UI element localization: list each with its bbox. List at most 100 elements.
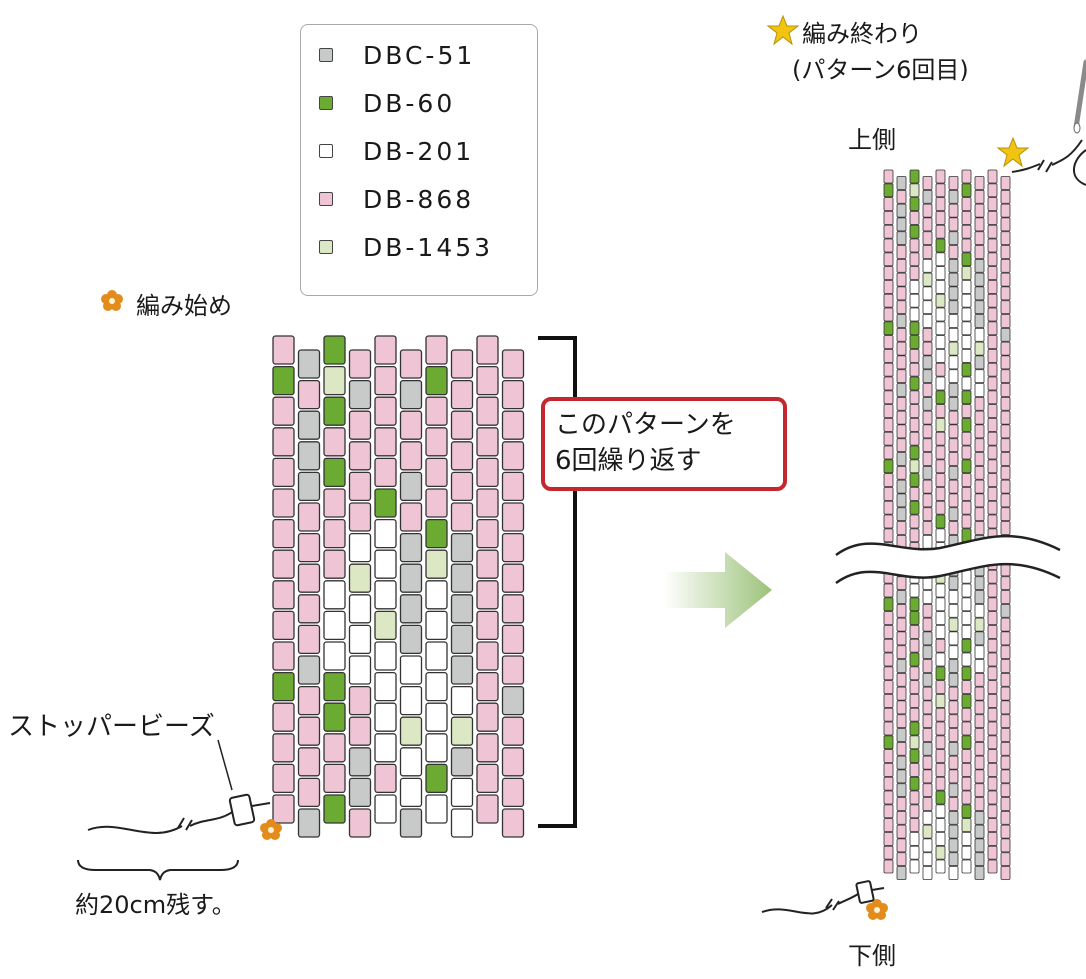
bead bbox=[883, 224, 894, 239]
bead bbox=[909, 183, 920, 198]
repeat-callout-line2: 6回繰り返す bbox=[555, 446, 702, 476]
bead bbox=[961, 293, 972, 308]
bead bbox=[450, 563, 474, 593]
bead bbox=[896, 824, 907, 839]
bead bbox=[883, 583, 894, 598]
bead bbox=[450, 441, 474, 471]
bead bbox=[1000, 176, 1011, 190]
bead bbox=[935, 804, 946, 819]
bead bbox=[297, 624, 321, 655]
bead bbox=[909, 583, 920, 598]
bead bbox=[922, 672, 933, 687]
bead bbox=[1000, 769, 1011, 784]
bead bbox=[987, 362, 998, 377]
bead bbox=[948, 521, 959, 535]
bead bbox=[987, 459, 998, 474]
bead bbox=[883, 652, 894, 667]
bead bbox=[883, 169, 894, 184]
bead bbox=[922, 645, 933, 660]
bead bbox=[1000, 272, 1011, 287]
bead bbox=[987, 376, 998, 391]
bead bbox=[974, 286, 985, 301]
bead bbox=[974, 590, 985, 604]
bead bbox=[948, 659, 959, 673]
bead bbox=[1000, 314, 1011, 328]
bead bbox=[974, 741, 985, 756]
bead bbox=[883, 804, 894, 819]
bead bbox=[1000, 300, 1011, 315]
bead bbox=[935, 611, 946, 625]
bead bbox=[948, 728, 959, 742]
bead bbox=[961, 321, 972, 336]
bead bbox=[909, 459, 920, 474]
break-line-bottom bbox=[835, 562, 1061, 585]
bead bbox=[987, 680, 998, 694]
bead bbox=[1000, 603, 1011, 618]
bead bbox=[935, 528, 946, 543]
bead bbox=[883, 307, 894, 322]
bead bbox=[948, 327, 959, 342]
bead bbox=[450, 716, 474, 746]
bead bbox=[922, 424, 933, 439]
bead bbox=[935, 500, 946, 515]
bead bbox=[896, 700, 907, 715]
bead bbox=[987, 514, 998, 529]
bead bbox=[348, 808, 372, 838]
bead bbox=[476, 763, 499, 794]
bead bbox=[896, 783, 907, 798]
bead bbox=[909, 486, 920, 501]
bead bbox=[896, 245, 907, 259]
bead bbox=[948, 272, 959, 287]
bead bbox=[399, 410, 423, 440]
bead bbox=[297, 777, 321, 808]
bead bbox=[948, 590, 959, 604]
bead bbox=[896, 755, 907, 770]
bead bbox=[297, 563, 321, 593]
bead bbox=[1000, 617, 1011, 632]
bead bbox=[948, 300, 959, 315]
bead bbox=[374, 702, 397, 732]
bead bbox=[909, 652, 920, 667]
bead bbox=[935, 680, 946, 694]
bead bbox=[935, 859, 946, 874]
bead bbox=[883, 625, 894, 639]
bead bbox=[922, 824, 933, 839]
needle-icon bbox=[1073, 59, 1086, 131]
bead bbox=[272, 427, 295, 457]
bead bbox=[883, 431, 894, 446]
bead bbox=[272, 580, 295, 610]
bead bbox=[987, 224, 998, 239]
bead bbox=[1000, 327, 1011, 342]
bead bbox=[374, 580, 397, 610]
bead bbox=[961, 694, 972, 708]
bead bbox=[896, 866, 907, 880]
legend-item: DB-60 bbox=[319, 85, 455, 121]
bead bbox=[948, 810, 959, 825]
bead bbox=[909, 638, 920, 653]
bead bbox=[948, 617, 959, 632]
bead bbox=[935, 238, 946, 253]
bead bbox=[883, 528, 894, 543]
bead bbox=[987, 804, 998, 819]
bead bbox=[348, 563, 372, 593]
bead bbox=[961, 210, 972, 225]
bead bbox=[896, 810, 907, 825]
bead bbox=[948, 686, 959, 701]
bead bbox=[425, 396, 448, 426]
bead bbox=[323, 794, 346, 824]
bead bbox=[961, 266, 972, 281]
bead bbox=[297, 808, 321, 838]
bead bbox=[948, 286, 959, 301]
legend-label: DB-1453 bbox=[363, 232, 494, 262]
bead bbox=[297, 532, 321, 563]
bead bbox=[1000, 424, 1011, 439]
arrow-right-icon bbox=[664, 552, 772, 628]
bead bbox=[883, 790, 894, 805]
bead bbox=[948, 852, 959, 867]
bead bbox=[501, 441, 525, 471]
legend-item: DBC-51 bbox=[319, 37, 475, 73]
bead bbox=[348, 685, 372, 716]
bead bbox=[476, 488, 499, 518]
star-icon bbox=[766, 14, 800, 46]
bead bbox=[974, 783, 985, 798]
